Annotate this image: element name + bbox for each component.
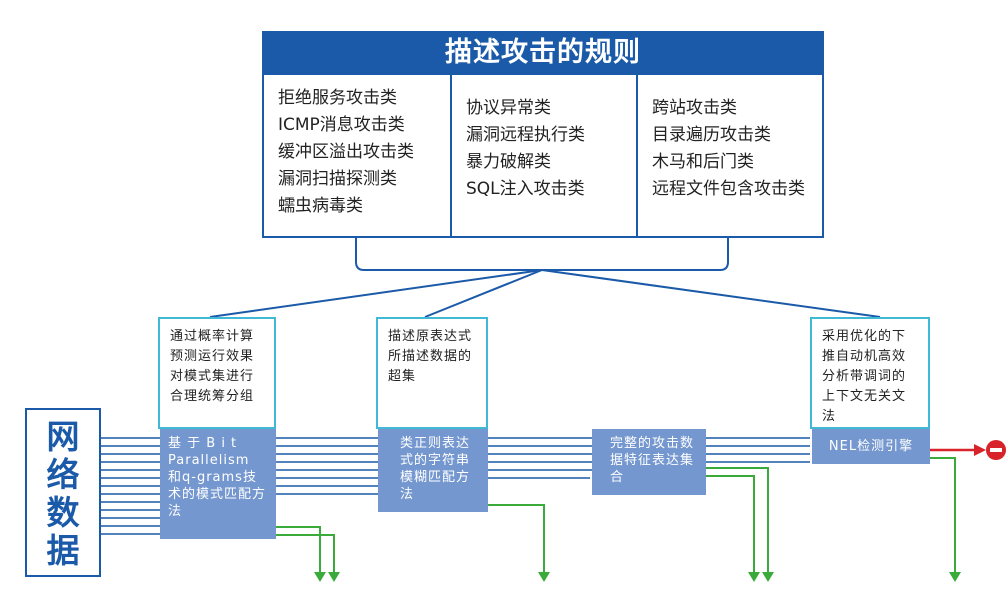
rule-item: SQL注入攻击类 [466,179,585,199]
branch-line-2 [424,269,543,318]
rules-title: 描述攻击的规则 [262,31,824,75]
network-char: 络 [46,455,80,494]
rule-item: 蠕虫病毒类 [278,196,363,216]
rule-item: ICMP消息攻击类 [278,115,405,135]
bracket-line [355,238,729,271]
rule-item: 漏洞远程执行类 [466,125,585,145]
rule-item: 拒绝服务攻击类 [278,88,397,108]
rule-item: 跨站攻击类 [652,98,737,118]
rule-item: 协议异常类 [466,98,551,118]
rule-column-1: 拒绝服务攻击类 ICMP消息攻击类 缓冲区溢出攻击类 漏洞扫描探测类 蠕虫病毒类 [264,75,450,238]
rule-item: 远程文件包含攻击类 [652,179,805,199]
drop-lines [276,457,956,574]
rule-item: 木马和后门类 [652,152,754,172]
description-box-3: 采用优化的下推自动机高效分析带调词的上下文无关文法 [810,317,930,429]
network-char: 网 [46,417,80,456]
description-box-2: 描述原表达式所描述数据的超集 [376,317,488,429]
method-box-1: 基 于 B i t Parallelism 和q-grams技术的模式匹配方法 [160,429,276,539]
rule-column-3: 跨站攻击类 目录遍历攻击类 木马和后门类 远程文件包含攻击类 [636,75,822,238]
rule-item: 目录遍历攻击类 [652,125,771,145]
method-box-4: NEL检测引擎 [812,429,930,464]
rule-item: 漏洞扫描探测类 [278,169,397,189]
network-char: 据 [46,531,80,570]
method-box-3: 完整的攻击数据特征表达集合 [592,429,706,495]
branch-line-3 [541,269,881,318]
rule-item: 缓冲区溢出攻击类 [278,142,414,162]
rule-item: 暴力破解类 [466,152,551,172]
branch-line-1 [209,269,543,318]
network-data-box: 网 络 数 据 [25,408,101,577]
rule-column-2: 协议异常类 漏洞远程执行类 暴力破解类 SQL注入攻击类 [450,75,636,238]
network-char: 数 [46,493,80,532]
method-box-2: 类正则表达式的字符串模糊匹配方法 [378,429,488,512]
output-arrowhead [974,444,986,456]
description-box-1: 通过概率计算预测运行效果对模式集进行合理统筹分组 [158,317,276,429]
drop-arrowheads [314,572,961,582]
